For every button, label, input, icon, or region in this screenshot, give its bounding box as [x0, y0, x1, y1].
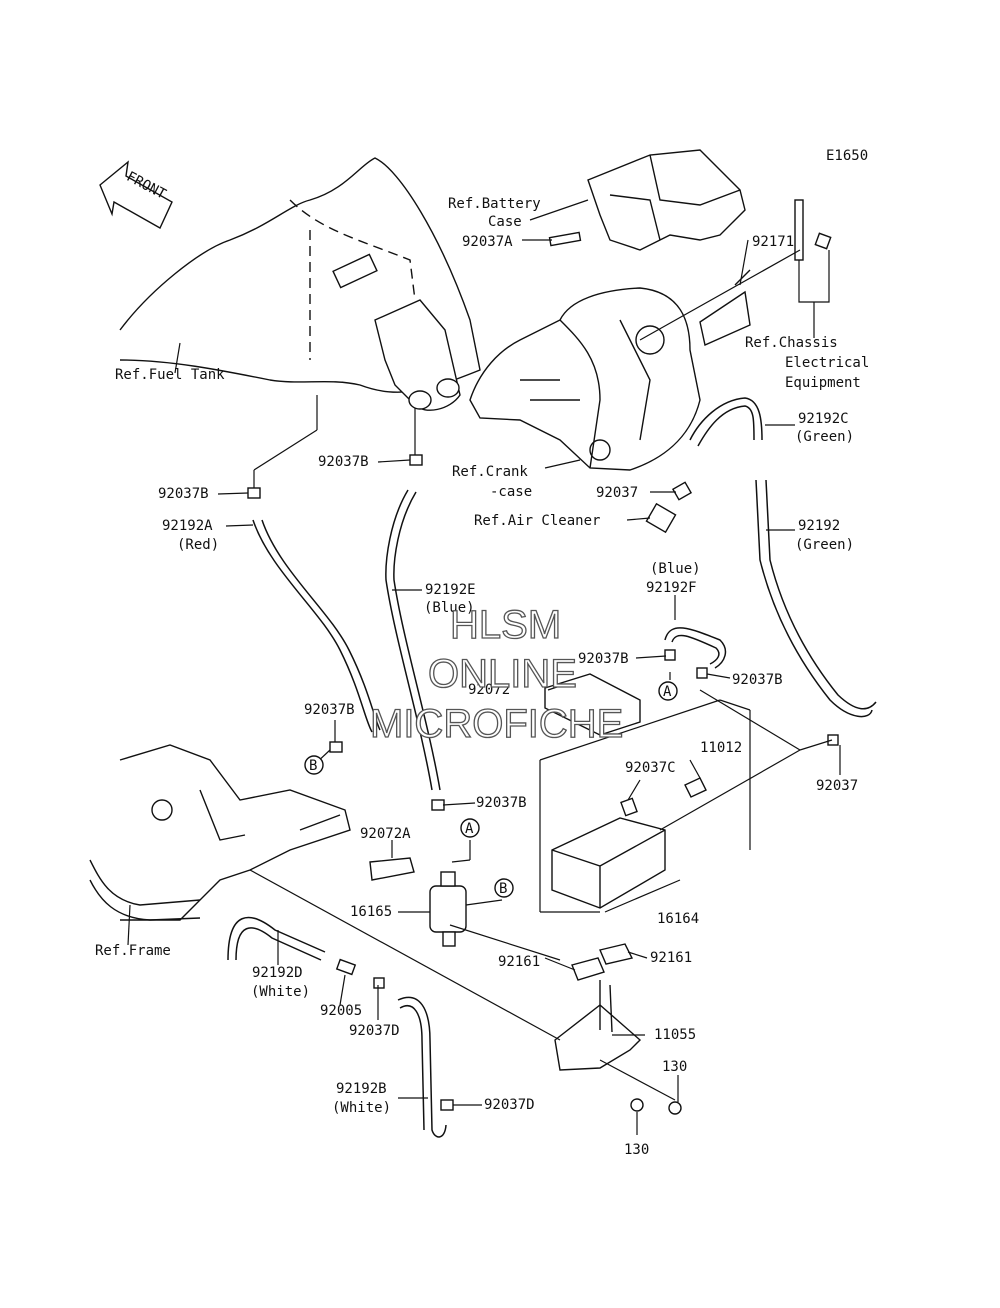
label-92037-right: 92037 [816, 778, 858, 794]
svg-text:B: B [309, 758, 317, 774]
label-92037-top: 92037 [596, 485, 638, 501]
label-11012: 11012 [700, 740, 742, 756]
rubber-pad-92072a [369, 857, 415, 881]
watermark-line3: MICROFICHE [370, 702, 623, 746]
label-92072a: 92072A [360, 826, 411, 842]
label-92037b-left: 92037B [158, 486, 209, 502]
separator-16165 [429, 871, 467, 947]
clamps [247, 454, 839, 1111]
label-92192b: 92192B [336, 1081, 387, 1097]
label-92192a: 92192A [162, 518, 213, 534]
rubber-pad-92072 [544, 673, 641, 736]
label-92037d-low: 92037D [484, 1097, 535, 1113]
label-ref-chassis-2: Electrical [785, 355, 869, 371]
label-92037d-mid: 92037D [349, 1023, 400, 1039]
front-arrow-icon: FRONT [99, 160, 173, 229]
label-ref-crankcase-2: -case [490, 484, 532, 500]
label-92192c-color: (Green) [795, 429, 854, 445]
label-92037b-low: 92037B [304, 702, 355, 718]
label-ref-frame: Ref.Frame [95, 943, 171, 959]
watermark: HLSM ONLINE MICROFICHE [369, 602, 624, 746]
label-92192f-color: (Blue) [650, 561, 701, 577]
label-92161-left: 92161 [498, 954, 540, 970]
fuel-tank-outline [119, 157, 481, 411]
label-92192e-color: (Blue) [424, 600, 475, 616]
label-92037b-pipe: 92037B [476, 795, 527, 811]
callout-a-top: A [658, 681, 678, 701]
label-92037c: 92037C [625, 760, 676, 776]
label-16164: 16164 [657, 911, 699, 927]
rubber-pad-92161-left [571, 957, 605, 981]
leader-lines [127, 199, 841, 1135]
label-92192a-color: (Red) [177, 537, 219, 553]
bracket-11055 [554, 980, 642, 1071]
label-92192e: 92192E [425, 582, 476, 598]
label-130-top: 130 [662, 1059, 687, 1075]
label-ref-chassis: Ref.Chassis [745, 335, 838, 351]
svg-text:A: A [663, 684, 672, 700]
label-92192b-color: (White) [332, 1100, 391, 1116]
label-11055: 11055 [654, 1027, 696, 1043]
label-ref-air-cleaner: Ref.Air Cleaner [474, 513, 600, 529]
label-92161-right: 92161 [650, 950, 692, 966]
pipe-11012 [684, 777, 707, 798]
bolt-130-bottom [630, 1098, 644, 1112]
label-ref-fuel-tank: Ref.Fuel Tank [115, 367, 225, 383]
air-cleaner-fitting [645, 502, 677, 534]
label-92192f: 92192F [646, 580, 697, 596]
label-130-bottom: 130 [624, 1142, 649, 1158]
label-92192d: 92192D [252, 965, 303, 981]
diagram-code: E1650 [826, 148, 868, 164]
label-ref-battery-case-2: Case [488, 214, 522, 230]
label-92037b-f2: 92037B [732, 672, 783, 688]
label-92192: 92192 [798, 518, 840, 534]
bolt-130-top [668, 1101, 682, 1115]
watermark-line2: ONLINE [428, 652, 577, 696]
label-ref-chassis-3: Equipment [785, 375, 861, 391]
hoses [227, 397, 877, 1138]
label-92072: 92072 [468, 682, 510, 698]
callout-b-left: B [304, 755, 324, 775]
crankcase [469, 287, 701, 471]
label-92005: 92005 [320, 1003, 362, 1019]
battery-case [548, 149, 746, 251]
connector-92005 [335, 958, 357, 976]
rubber-pad-92161-right [599, 943, 634, 965]
label-92192-color: (Green) [795, 537, 854, 553]
label-ref-crankcase: Ref.Crank [452, 464, 528, 480]
label-16165: 16165 [350, 904, 392, 920]
frame-outline [89, 744, 351, 921]
callout-a-bottom: A [460, 818, 480, 838]
watermark-line1: HLSM [450, 603, 561, 647]
callout-b-bottom: B [494, 878, 514, 898]
svg-text:A: A [465, 821, 474, 837]
label-92037a: 92037A [462, 234, 513, 250]
bracket-92171 [699, 269, 751, 346]
label-92037b-mid: 92037B [318, 454, 369, 470]
canister-16164 [551, 817, 666, 909]
label-92037b-f1: 92037B [578, 651, 629, 667]
label-92192d-color: (White) [251, 984, 310, 1000]
chassis-electrical-ref [794, 199, 832, 338]
label-ref-battery-case: Ref.Battery [448, 196, 541, 212]
svg-text:B: B [499, 881, 507, 897]
label-92171: 92171 [752, 234, 794, 250]
part-labels: Ref.Battery Case 92037A 92171 Ref.Chassi… [95, 196, 869, 1158]
label-92192c: 92192C [798, 411, 849, 427]
